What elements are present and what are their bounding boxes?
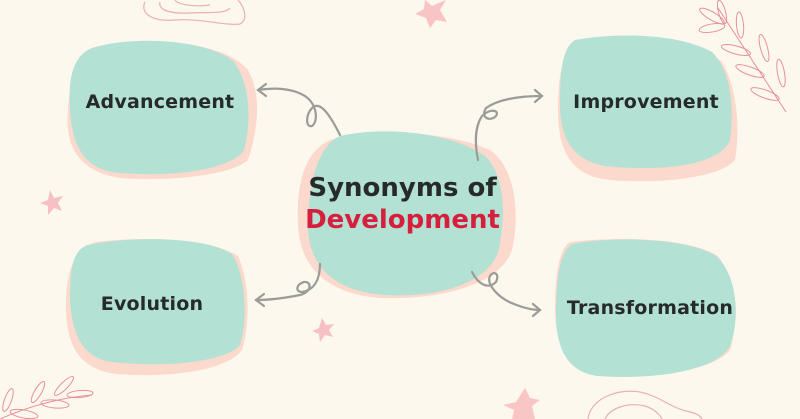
star-decoration-left bbox=[40, 190, 63, 215]
blob-fill-advancement bbox=[69, 40, 249, 175]
blob-fill-improvement bbox=[560, 35, 732, 169]
node-label-evolution: Evolution bbox=[100, 293, 204, 315]
node-transformation: Transformation bbox=[552, 288, 748, 328]
center-title-line-1: Synonyms of bbox=[308, 173, 497, 203]
swirl-decoration-top bbox=[143, 0, 246, 25]
star-decoration-top bbox=[415, 0, 447, 28]
swirl-decoration-bottom-right bbox=[587, 390, 703, 419]
node-label-transformation: Transformation bbox=[566, 297, 734, 319]
arrow-to-evolution bbox=[254, 262, 322, 308]
center-node-title: Synonyms of Development bbox=[290, 172, 515, 236]
node-label-improvement: Improvement bbox=[573, 91, 719, 113]
blob-fill-evolution bbox=[70, 239, 245, 365]
blob-fill-center bbox=[307, 131, 503, 296]
node-label-advancement: Advancement bbox=[85, 91, 235, 113]
arrow-to-advancement bbox=[256, 82, 342, 137]
node-improvement: Improvement bbox=[556, 82, 736, 122]
star-decoration-bottom-center bbox=[312, 318, 334, 342]
blob-fill-transformation bbox=[555, 239, 736, 377]
node-advancement: Advancement bbox=[70, 82, 250, 122]
star-decoration-bottom bbox=[503, 388, 540, 419]
arrow-to-improvement bbox=[474, 88, 544, 162]
node-evolution: Evolution bbox=[62, 284, 242, 324]
arrow-to-transformation bbox=[470, 270, 542, 318]
leaf-branch-decoration-bottom-left bbox=[0, 375, 94, 419]
leaf-branch-decoration-top-right bbox=[698, 0, 787, 113]
center-title-line-2: Development bbox=[305, 205, 500, 235]
